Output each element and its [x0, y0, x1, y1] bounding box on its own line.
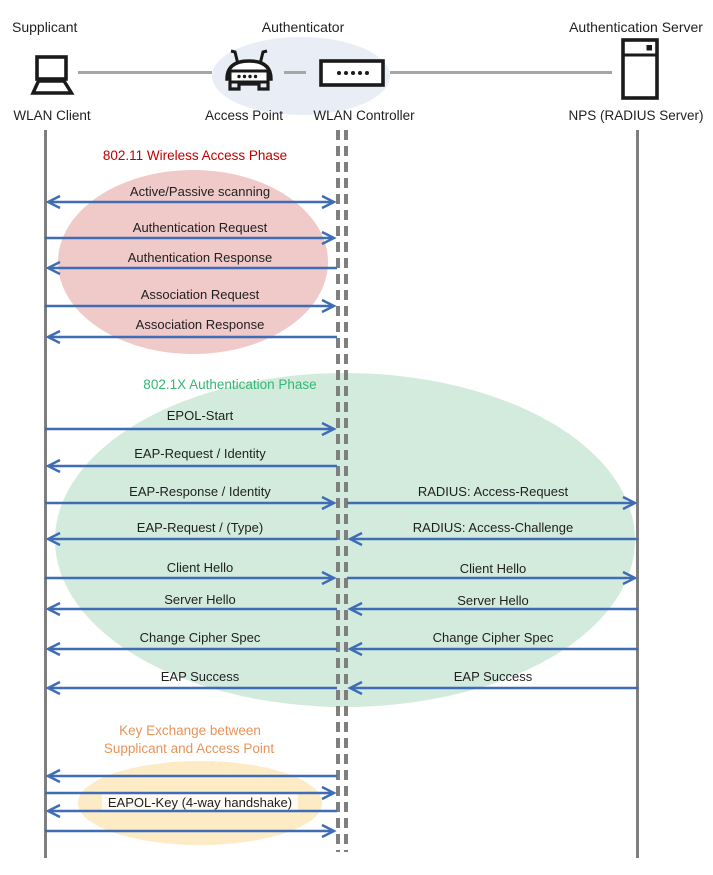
- arrow-eapol-key-4: [45, 823, 337, 839]
- arrow-association-response: [45, 329, 337, 345]
- role-supplicant: Supplicant: [12, 19, 78, 35]
- message-label: RADIUS: Access-Challenge: [412, 520, 574, 535]
- phase3-title-line2: Supplicant and Access Point: [103, 741, 275, 756]
- arrow-radius-access-challenge: [347, 531, 638, 547]
- message-label: EAP-Response / Identity: [129, 484, 271, 499]
- arrow-eap-success-left: [45, 680, 337, 696]
- message-label: Authentication Response: [127, 250, 273, 265]
- message-label: Association Response: [135, 317, 265, 332]
- lifeline-nps-server: [636, 130, 639, 858]
- message-label: Association Request: [140, 287, 260, 302]
- message-label: Server Hello: [164, 592, 236, 607]
- message-label: EAP Success: [453, 669, 533, 684]
- message-label-eapol-key: EAPOL-Key (4-way handshake): [101, 794, 299, 811]
- message-label: EAP-Request / (Type): [136, 520, 264, 535]
- controller-icon: [319, 59, 385, 87]
- lifeline-wlan-controller: [344, 130, 348, 852]
- message-label: EAP Success: [160, 669, 240, 684]
- message-label: Active/Passive scanning: [129, 184, 271, 199]
- connector-ap-controller: [284, 71, 306, 74]
- arrow-eap-response-identity: [45, 495, 337, 511]
- arrow-server-hello-right: [347, 601, 638, 617]
- arrow-eapol-key-1: [45, 768, 337, 784]
- node-label-wlan-controller: WLAN Controller: [313, 108, 415, 123]
- arrow-eapol-key-2: [45, 785, 337, 801]
- server-icon: [621, 38, 659, 100]
- arrow-authentication-request: [45, 230, 337, 246]
- message-label: Authentication Request: [132, 220, 268, 235]
- arrow-eapol-key-3: [45, 803, 337, 819]
- node-label-nps-server: NPS (RADIUS Server): [568, 108, 704, 123]
- message-label: Change Cipher Spec: [432, 630, 554, 645]
- phase1-ellipse: [58, 170, 328, 354]
- message-label: Server Hello: [457, 593, 529, 608]
- arrow-authentication-response: [45, 260, 337, 276]
- arrow-server-hello-left: [45, 601, 337, 617]
- connector-controller-server: [390, 71, 612, 74]
- phase2-title: 802.1X Authentication Phase: [143, 377, 317, 392]
- phase3-title-line1: Key Exchange between: [119, 723, 261, 738]
- arrow-client-hello-right: [347, 570, 638, 586]
- role-authentication-server: Authentication Server: [569, 19, 703, 35]
- arrow-eap-request-type: [45, 531, 337, 547]
- lifeline-wlan-client: [44, 130, 47, 858]
- arrow-radius-access-request: [347, 495, 638, 511]
- phase1-title: 802.11 Wireless Access Phase: [102, 148, 288, 163]
- role-authenticator: Authenticator: [261, 19, 345, 35]
- wireless-router-icon: [225, 49, 273, 91]
- connector-client-ap: [78, 71, 212, 74]
- message-label: EAP-Request / Identity: [134, 446, 266, 461]
- message-label: Change Cipher Spec: [139, 630, 261, 645]
- arrow-eap-request-identity: [45, 458, 337, 474]
- message-label: EPOL-Start: [166, 408, 234, 423]
- message-label: RADIUS: Access-Request: [417, 484, 569, 499]
- arrow-epol-start: [45, 421, 337, 437]
- arrow-association-request: [45, 298, 337, 314]
- message-label: Client Hello: [166, 560, 234, 575]
- arrow-eap-success-right: [347, 680, 638, 696]
- message-label: Client Hello: [459, 561, 527, 576]
- arrow-client-hello-left: [45, 570, 337, 586]
- lifeline-access-point: [336, 130, 340, 852]
- laptop-icon: [30, 55, 75, 95]
- node-label-access-point: Access Point: [204, 108, 284, 123]
- arrow-change-cipher-spec-right: [347, 641, 638, 657]
- arrow-change-cipher-spec-left: [45, 641, 337, 657]
- node-label-wlan-client: WLAN Client: [13, 108, 91, 123]
- arrow-active-passive-scanning: [45, 194, 337, 210]
